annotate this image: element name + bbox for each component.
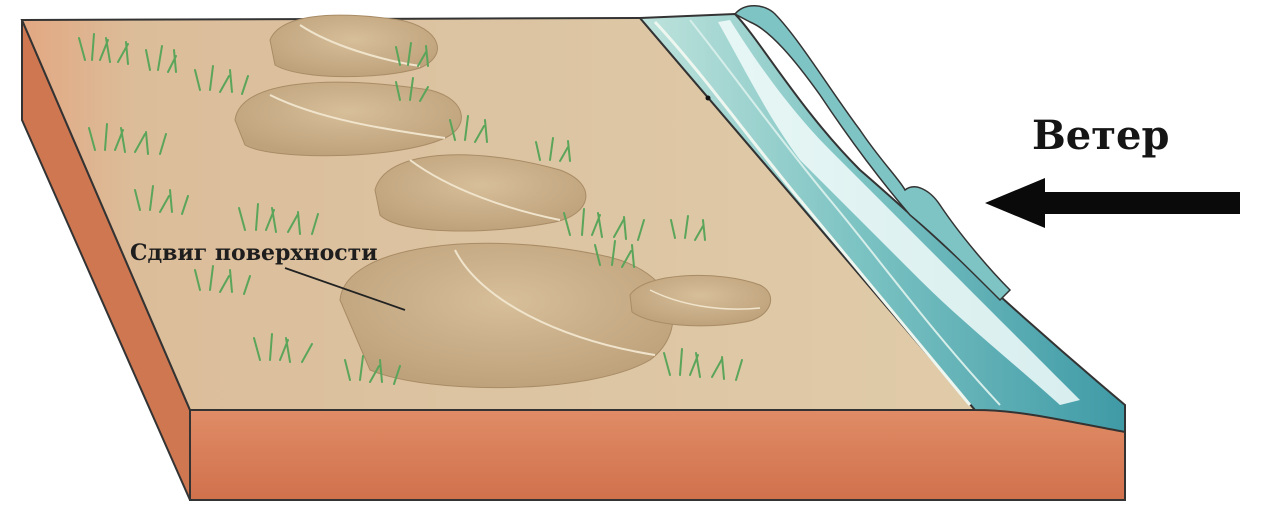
- left-arrow-icon: [985, 178, 1240, 228]
- block-front-side: [190, 410, 1125, 500]
- wind-label: Ветер: [1032, 112, 1169, 159]
- dune-2: [235, 82, 461, 155]
- surface-shift-label: Сдвиг поверхности: [130, 240, 378, 266]
- dune-1: [270, 15, 437, 76]
- dune-5: [630, 275, 771, 325]
- marker-dot: [706, 96, 711, 101]
